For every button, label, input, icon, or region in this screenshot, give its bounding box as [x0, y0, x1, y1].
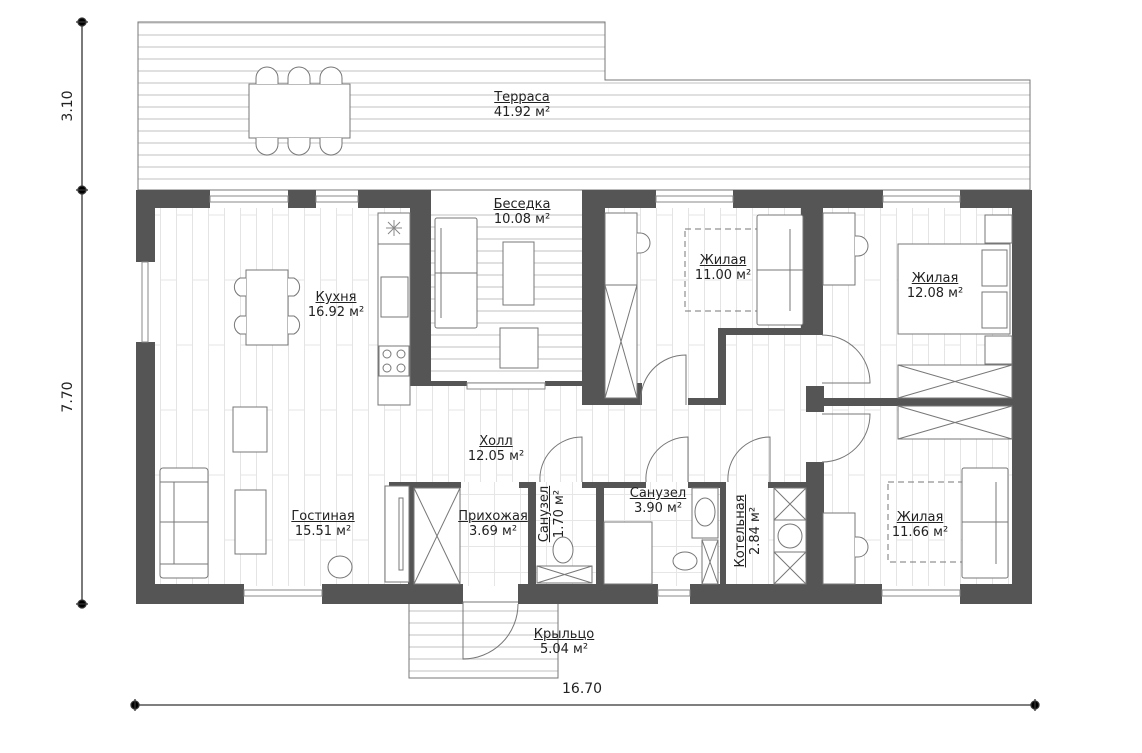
room-name: Жилая	[699, 253, 747, 268]
room-label-kitchen: Кухня 16.92 м²	[308, 290, 364, 320]
room-name: Беседка	[493, 197, 551, 212]
room-name: Терраса	[494, 90, 550, 105]
room-label-wc: Санузел 1.70 м²	[537, 486, 567, 542]
dimension-terrace-depth: 3.10	[60, 90, 76, 122]
room-name: Жилая	[896, 510, 944, 525]
room-label-entry: Прихожая 3.69 м²	[458, 509, 528, 539]
dimension-house-depth: 7.70	[60, 381, 76, 413]
room-area: 3.90 м²	[633, 501, 683, 516]
room-label-gazebo: Беседка 10.08 м²	[494, 197, 551, 227]
windows	[141, 195, 961, 597]
room-name: Котельная	[733, 494, 748, 568]
porch-deck	[408, 601, 559, 679]
room-label-boiler: Котельная 2.84 м²	[733, 494, 763, 567]
room-label-bathroom: Санузел 3.90 м²	[630, 486, 686, 516]
room-name: Гостиная	[291, 509, 355, 524]
room-name: Санузел	[537, 485, 552, 543]
room-area: 10.08 м²	[493, 212, 551, 227]
room-label-porch: Крыльцо 5.04 м²	[534, 627, 595, 657]
room-area: 1.70 м²	[552, 489, 567, 539]
room-label-hall: Холл 12.05 м²	[468, 434, 524, 464]
room-name: Прихожая	[458, 509, 528, 524]
room-name: Крыльцо	[533, 627, 595, 642]
room-name: Холл	[479, 434, 513, 449]
room-area: 3.69 м²	[468, 524, 518, 539]
room-name: Кухня	[315, 290, 357, 305]
room-area: 12.05 м²	[467, 449, 525, 464]
room-area: 11.66 м²	[891, 525, 949, 540]
furniture	[159, 66, 1013, 585]
dimension-lines	[76, 17, 1040, 711]
dimension-total-width: 16.70	[562, 681, 603, 697]
room-area: 15.51 м²	[294, 524, 352, 539]
room-area: 41.92 м²	[493, 105, 551, 120]
room-area: 5.04 м²	[539, 642, 589, 657]
room-name: Санузел	[629, 486, 687, 501]
doors	[462, 334, 871, 660]
room-area: 12.08 м²	[906, 286, 964, 301]
room-label-bedroom2: Жилая 12.08 м²	[907, 271, 963, 301]
room-name: Жилая	[911, 271, 959, 286]
room-label-living: Гостиная 15.51 м²	[291, 509, 354, 539]
room-label-terrace: Терраса 41.92 м²	[494, 90, 550, 120]
room-area: 16.92 м²	[307, 305, 365, 320]
room-area: 2.84 м²	[748, 506, 763, 556]
room-label-bedroom3: Жилая 11.66 м²	[892, 510, 948, 540]
walls	[136, 190, 1032, 604]
room-label-bedroom1: Жилая 11.00 м²	[695, 253, 751, 283]
room-area: 11.00 м²	[694, 268, 752, 283]
